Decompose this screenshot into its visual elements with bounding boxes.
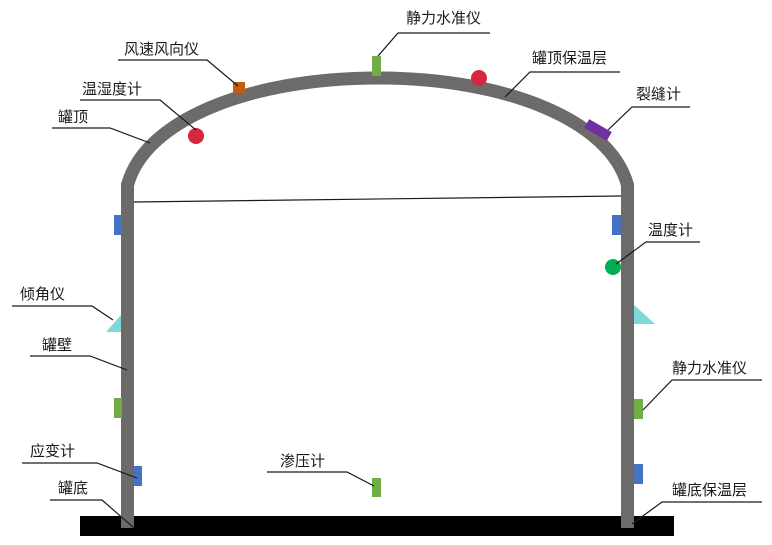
piezometer-sensor [372,478,381,497]
label-tank-roof: 罐顶 [58,108,88,126]
level-gauge-left [114,398,122,418]
left-tank-wall [121,183,134,528]
leader-crack-gauge [607,106,690,131]
leader-tank-roof [52,127,151,144]
label-tank-wall: 罐壁 [42,336,72,354]
leader-strain-gauge [22,462,138,479]
leader-level-gauge-top [377,32,490,57]
leader-wind-gauge [118,59,239,87]
leader-tank-bottom [50,499,135,529]
label-inclinometer: 倾角仪 [20,285,65,303]
dome-roof [121,71,634,187]
leader-temp-humidity [80,99,197,131]
inclinometer-left [106,315,121,332]
leader-bottom-insulation [631,501,762,525]
label-temp-humidity: 温湿度计 [82,80,142,98]
strain-gauge-left-upper [114,215,122,235]
label-thermometer: 温度计 [648,221,693,239]
leader-thermometer [615,241,700,265]
right-tank-wall [621,183,634,528]
label-piezometer: 渗压计 [280,452,325,470]
strain-gauge-right-lower [634,464,643,484]
wind-gauge [233,82,245,93]
leader-piezometer [267,471,375,487]
label-strain-gauge: 应变计 [30,442,75,460]
strain-gauge-right-upper [612,215,621,235]
label-crack-gauge: 裂缝计 [636,85,681,103]
level-gauge-top [372,56,381,76]
leader-tank-wall [30,355,128,371]
level-gauge-right [634,399,643,419]
temp-sensor-roof [471,70,487,86]
strain-gauge-left-lower [134,466,142,486]
leader-inclinometer [12,305,114,321]
label-tank-bottom: 罐底 [58,479,88,497]
label-wind-gauge: 风速风向仪 [124,40,199,58]
label-bottom-insulation: 罐底保温层 [672,481,747,499]
crack-gauge [584,119,612,141]
temp-humidity-sensor [188,128,204,144]
leader-level-gauge-right [642,379,762,411]
roof-tie-line [133,195,622,203]
label-level-gauge-right: 静力水准仪 [672,359,747,377]
label-level-gauge-top: 静力水准仪 [406,9,481,27]
base-slab [80,516,674,536]
inclinometer-right [634,305,655,324]
label-roof-insulation: 罐顶保温层 [532,49,607,67]
leader-roof-insulation [504,71,620,98]
